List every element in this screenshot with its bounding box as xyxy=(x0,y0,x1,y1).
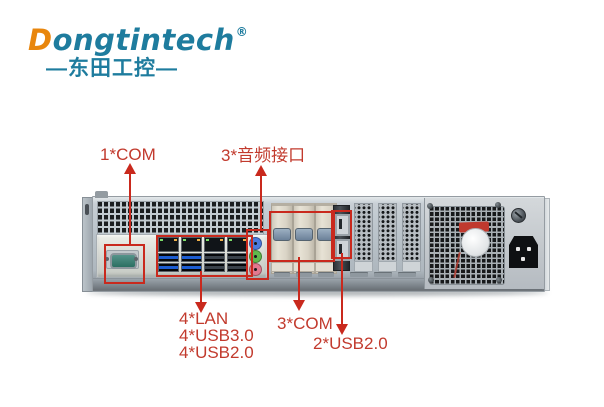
screw-icon xyxy=(428,277,434,283)
usb3-port xyxy=(158,263,179,272)
callout-line-com1 xyxy=(129,173,131,245)
power-pin xyxy=(521,257,525,261)
lan-usb-column xyxy=(181,237,202,272)
fan-hub xyxy=(461,228,490,257)
callout-line-com3 xyxy=(298,257,300,302)
psu-fan-grille xyxy=(429,206,505,285)
slot-label-chip xyxy=(296,272,312,277)
vented-slot-cover xyxy=(378,203,397,263)
label-usb2: 2*USB2.0 xyxy=(313,334,388,353)
arrow-up-icon xyxy=(255,165,267,176)
slot-bracket-foot xyxy=(378,261,397,272)
chassis-top-tab xyxy=(95,191,108,198)
highlight-box-com3 xyxy=(269,211,335,262)
lan-usb-column xyxy=(204,237,225,272)
brand-rest: ongtintech xyxy=(52,23,235,57)
slot-bracket-foot xyxy=(293,262,315,272)
slot-label-chip xyxy=(374,272,392,277)
usb3-port xyxy=(181,253,202,263)
screw-icon xyxy=(495,202,501,208)
slot-bracket-foot xyxy=(354,261,373,272)
label-com1: 1*COM xyxy=(100,145,156,164)
vent-grille xyxy=(97,201,264,235)
com-port-db9 xyxy=(295,228,313,241)
highlight-box-lan-usb xyxy=(156,235,253,277)
slot-label-chip xyxy=(318,272,334,277)
usb2-port xyxy=(204,263,225,272)
screw-icon xyxy=(105,257,109,261)
thumbscrew-icon xyxy=(511,208,526,223)
slot-label-chip xyxy=(274,272,290,277)
screw-icon xyxy=(496,277,502,283)
lan-usb-column xyxy=(227,237,248,272)
slot-bracket-foot xyxy=(402,261,421,272)
label-com3: 3*COM xyxy=(277,314,333,333)
vented-slot-cover xyxy=(354,203,373,263)
lan-usb-column xyxy=(158,237,179,272)
power-pin xyxy=(527,247,531,251)
highlight-box-com1 xyxy=(104,244,145,284)
usb2-port xyxy=(204,253,225,263)
brand-logo: Dongtintech® —东田工控— xyxy=(28,23,248,81)
lan-port xyxy=(158,237,179,253)
slot-label-chip xyxy=(350,272,368,277)
usb2-port-top xyxy=(335,214,350,236)
usb3-port xyxy=(181,263,202,272)
vented-slot-cover xyxy=(402,203,421,263)
com-port-db9 xyxy=(110,253,137,269)
callout-line-audio xyxy=(260,175,262,231)
power-inlet-c14 xyxy=(509,236,538,268)
brand-wordmark: Dongtintech® xyxy=(28,23,248,57)
label-usb3: 4*USB3.0 xyxy=(179,326,254,345)
rack-ear-slot xyxy=(85,204,89,215)
usb3-port xyxy=(158,253,179,263)
label-lan: 4*LAN xyxy=(179,309,229,328)
slot-bracket-foot xyxy=(271,262,293,272)
registered-trademark-icon: ® xyxy=(235,25,249,39)
lan-port xyxy=(181,237,202,253)
arrow-down-icon xyxy=(336,324,348,335)
lan-port xyxy=(204,237,225,253)
brand-initial: D xyxy=(28,23,53,57)
label-audio: 3*音频接口 xyxy=(221,146,306,165)
label-usb2-rear: 4*USB2.0 xyxy=(179,343,254,362)
callout-line-usb2 xyxy=(341,253,343,326)
arrow-down-icon xyxy=(293,300,305,311)
power-pin xyxy=(516,247,520,251)
chassis-shadow xyxy=(86,289,548,296)
lan-usb-cluster xyxy=(158,237,248,272)
highlight-box-audio xyxy=(246,229,269,280)
com-port-db9 xyxy=(273,228,291,241)
callout-line-lan-usb xyxy=(200,271,202,304)
screw-icon xyxy=(134,257,138,261)
screw-icon xyxy=(427,203,433,209)
highlight-box-usb2 xyxy=(331,210,352,259)
slot-label-chip xyxy=(398,272,416,277)
arrow-down-icon xyxy=(195,302,207,313)
arrow-up-icon xyxy=(124,163,136,174)
brand-chinese-name: —东田工控— xyxy=(46,57,178,80)
